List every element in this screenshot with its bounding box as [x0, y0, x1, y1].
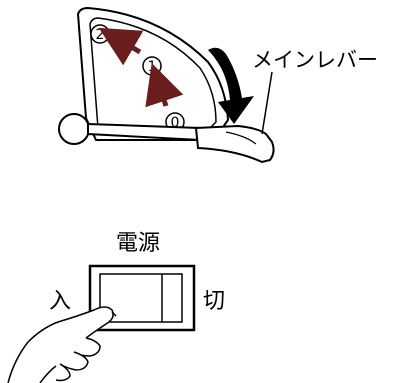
power-switch-unit: 電源 入 切 [7, 231, 225, 383]
arrow-0-to-1 [145, 63, 184, 108]
power-switch-title: 電源 [116, 231, 160, 256]
position-label-0: 0 [171, 115, 180, 131]
pressing-hand-illustration [7, 306, 117, 383]
switch-on-label: 入 [49, 289, 71, 314]
arrow-1-to-2 [98, 27, 144, 66]
position-label-2: 2 [96, 27, 105, 43]
lever-handle-detail [225, 131, 257, 145]
lever-knob-ball [58, 113, 90, 145]
lever-housing-inner [89, 17, 217, 129]
callout-leader [261, 71, 273, 135]
lever-unit: 2 1 0 メインレバー [58, 6, 378, 164]
position-marker-1: 1 [142, 56, 162, 76]
main-lever-handle[interactable] [194, 124, 275, 164]
position-marker-2: 2 [90, 24, 110, 44]
position-label-1: 1 [148, 59, 157, 75]
lever-motion-arrow [208, 47, 254, 124]
switch-off-label: 切 [203, 289, 225, 314]
callout-label-main-lever: メインレバー [252, 48, 378, 72]
